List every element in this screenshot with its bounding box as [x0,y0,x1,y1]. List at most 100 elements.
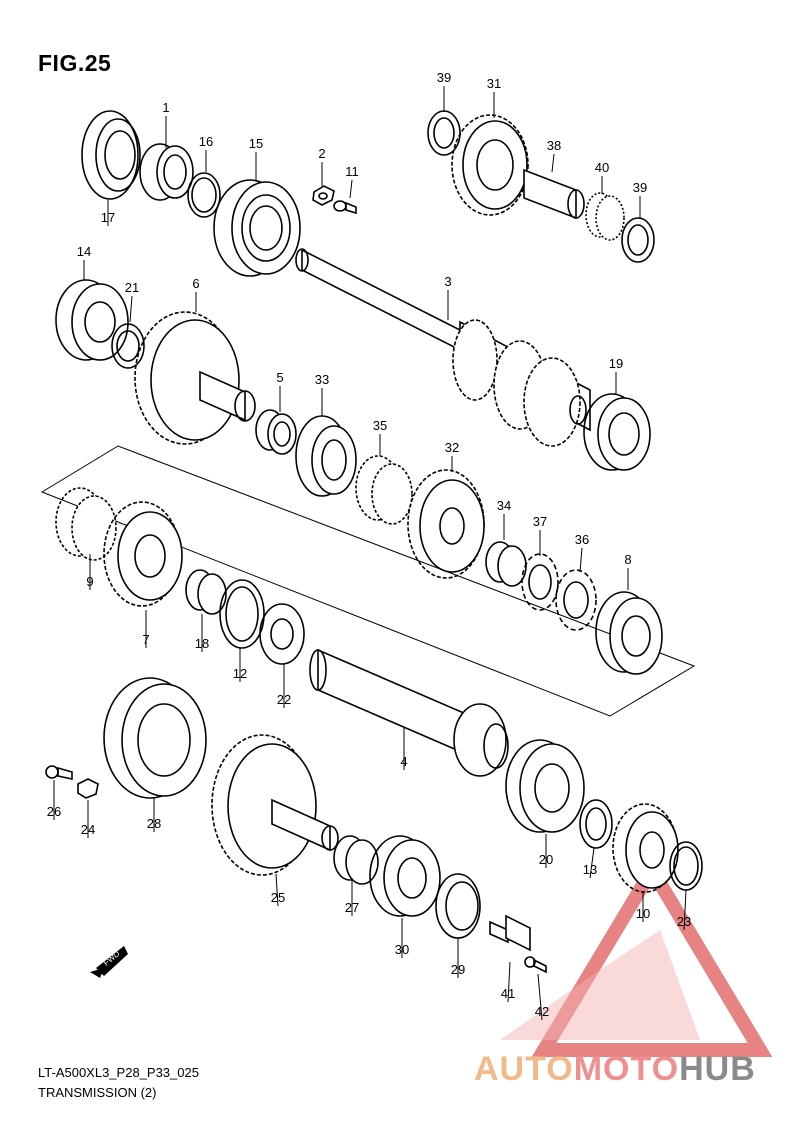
subassembly-outline [40,445,696,717]
part-29-oil-seal [435,873,481,939]
callout-38: 38 [547,138,561,153]
part-16-ring [187,172,221,218]
callout-21: 21 [125,280,139,295]
leader-line-41 [507,961,511,1003]
leader-line-42 [537,973,543,1021]
callout-31: 31 [487,76,501,91]
leader-line-21 [129,295,133,323]
callout-18: 18 [195,636,209,651]
watermark-triangle-outer [531,856,773,1057]
part-33-shift-fork [295,415,357,497]
callout-29: 29 [451,962,465,977]
callout-34: 34 [497,498,511,513]
callout-7: 7 [142,632,149,647]
leader-line-36 [579,547,583,573]
callout-9: 9 [86,574,93,589]
part-19-bearing [583,393,651,471]
callout-1: 1 [162,100,169,115]
part-39-washer-b [621,217,655,263]
callout-35: 35 [373,418,387,433]
part-32-gear [407,469,485,579]
part-35-gear [355,455,413,525]
callout-25: 25 [271,890,285,905]
part-4-driveshaft [309,648,509,777]
callout-22: 22 [277,692,291,707]
part-2-washer [312,185,335,206]
callout-10: 10 [636,906,650,921]
part-8-dog [595,591,663,675]
part-28-bearing [103,677,207,799]
callout-17: 17 [101,210,115,225]
leader-line-38 [551,153,555,173]
callout-20: 20 [539,852,553,867]
part-21-ring [111,323,145,369]
part-17-oil-seal [81,110,141,200]
callout-12: 12 [233,666,247,681]
part-20-bearing [505,739,585,833]
leader-lines [53,86,687,1021]
callout-labels: 1234567891011121314151617181920212223242… [47,70,691,1019]
leader-line-23 [683,889,687,931]
part-36-washer [555,569,597,631]
callout-8: 8 [624,552,631,567]
callout-19: 19 [609,356,623,371]
callout-40: 40 [595,160,609,175]
part-9-gear [55,487,117,561]
figure-code: LT-A500XL3_P28_P33_025 [38,1065,199,1080]
part-26-bolt [45,765,73,780]
part-25-gear [211,734,339,876]
callout-39: 39 [633,180,647,195]
callout-14: 14 [77,244,91,259]
callout-6: 6 [192,276,199,291]
part-1-bushing [139,143,194,201]
callout-15: 15 [249,136,263,151]
callout-23: 23 [677,914,691,929]
part-13-ring [579,799,613,849]
part-6-gear [134,311,256,445]
leader-line-11 [349,179,353,199]
part-31-gear [451,114,529,216]
part-34-bushing [485,541,527,587]
watermark-triangle-inner [500,930,700,1040]
callout-36: 36 [575,532,589,547]
part-22-washer [259,603,305,665]
leader-line-25 [275,873,279,907]
part-10-gear [612,803,679,893]
callout-27: 27 [345,900,359,915]
callout-16: 16 [199,134,213,149]
part-42-bolt [524,956,547,974]
callout-42: 42 [535,1004,549,1019]
part-11-bolt [333,200,357,215]
callout-30: 30 [395,942,409,957]
part-23-circlip [669,841,703,891]
part-14-bearing [55,279,129,361]
part-15-bearing [213,179,301,277]
leader-line-13 [589,847,595,879]
callout-11: 11 [345,164,359,179]
part-3-countershaft [295,248,591,447]
part-38-sleeve [523,168,585,220]
watermark-logo [500,856,773,1057]
callout-28: 28 [147,816,161,831]
callout-2: 2 [318,146,325,161]
figure-caption: TRANSMISSION (2) [38,1085,157,1100]
callout-24: 24 [81,822,95,837]
fwd-arrow: FWD [90,946,128,978]
callout-41: 41 [501,986,515,1001]
callout-33: 33 [315,372,329,387]
part-41-sensor [489,914,531,952]
callout-32: 32 [445,440,459,455]
part-5-bushing [255,409,297,455]
callout-39: 39 [437,70,451,85]
part-39-washer-a [427,110,461,156]
callout-4: 4 [400,754,407,769]
part-27-bushing [333,835,379,885]
part-12-circlip [219,579,265,649]
part-30-bearing [369,835,441,917]
part-40-needle-bearing [585,192,625,241]
brand-auto: AUTO [474,1050,574,1088]
brand-moto: MOTO [573,1050,680,1088]
watermark-brand: AUTOMOTOHUB [474,1050,756,1089]
